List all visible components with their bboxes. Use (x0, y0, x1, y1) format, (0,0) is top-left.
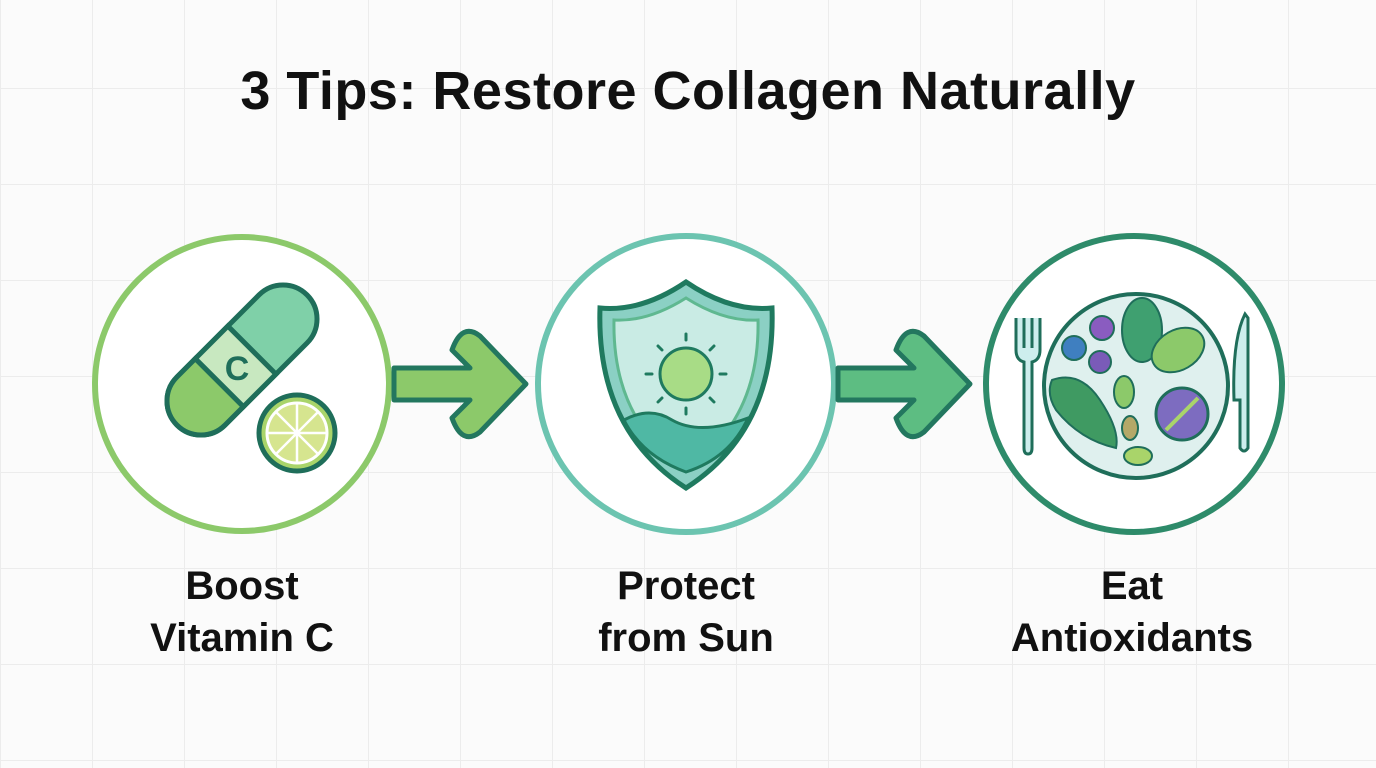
step-2-line-2: from Sun (598, 616, 774, 660)
capsule-letter: C (225, 350, 250, 388)
arrow-right-icon (391, 328, 529, 440)
step-1-line-2: Vitamin C (150, 616, 334, 660)
step-2-label: Protect from Sun (506, 560, 866, 664)
step-1-line-1: Boost (185, 564, 299, 608)
arrow-right-icon (835, 328, 973, 440)
step-3-line-2: Antioxidants (1010, 616, 1254, 660)
step-2-line-1: Protect (617, 564, 755, 608)
page-title: 3 Tips: Restore Collagen Naturally (240, 61, 1136, 121)
vitamin-c-capsule-icon: C (164, 282, 338, 474)
step-1-label: Boost Vitamin C (62, 560, 422, 664)
healthy-plate-icon (1014, 292, 1250, 480)
step-3-line-1: Eat (1100, 564, 1164, 608)
step-3-label: Eat Antioxidants (952, 560, 1312, 664)
sun-shield-icon (597, 278, 775, 491)
